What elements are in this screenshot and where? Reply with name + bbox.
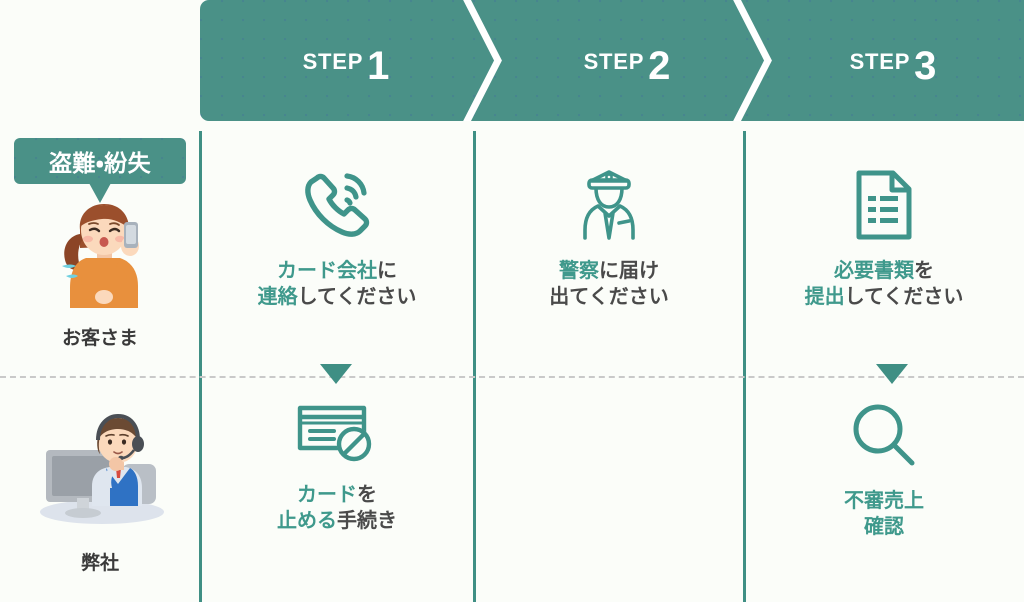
theft-loss-badge-label: 盗難・紛失 (48, 150, 152, 176)
cell-text-segment: に届け (599, 260, 659, 282)
call-center-operator-illustration (40, 413, 164, 524)
cell-text-segment: 出てください (549, 286, 669, 309)
badge-dot-texture (14, 138, 186, 184)
cell-customer-step3: 必要書類を提出してください (744, 168, 1024, 358)
step-label-3: STEP (849, 48, 911, 74)
down-arrow-column-3-icon (876, 364, 908, 384)
phone-ringing-icon (298, 168, 376, 242)
cell-text-segment: 止める (277, 510, 337, 533)
cell-customer-step2: 警察に届け出てください (474, 168, 744, 358)
cell-company-step2 (474, 400, 744, 580)
cell-text-line: カード会社に (258, 258, 417, 284)
cell-text-segment: してください (844, 286, 964, 309)
theft-loss-badge: 盗難・紛失 (14, 138, 186, 203)
down-arrow-column-1-icon (320, 364, 352, 384)
cell-text-segment: を (357, 484, 377, 506)
column-divider-left (199, 131, 202, 602)
cell-text-segment: カード会社 (277, 260, 377, 282)
document-list-icon (853, 168, 915, 242)
cell-company-step1: カードを止める手続き (200, 400, 474, 580)
magnifier-search-icon (848, 400, 920, 472)
column-divider-2 (743, 131, 746, 602)
cell-text-customer-step2: 警察に届け出てください (549, 258, 668, 311)
cell-text-segment: 提出 (804, 286, 845, 309)
credit-card-blocked-icon (292, 400, 382, 466)
cell-text-line: 提出してください (805, 284, 964, 310)
cell-text-segment: 確認 (864, 516, 904, 539)
cell-text-segment: 警察 (559, 260, 599, 282)
cell-text-segment: を (914, 260, 934, 282)
row-label-company: 弊社 (80, 553, 119, 574)
step-number-3: 3 (914, 43, 937, 88)
row-dashed-divider (0, 376, 1024, 378)
cell-text-line: 必要書類を (805, 258, 964, 284)
cell-text-line: 不審売上 (844, 488, 924, 514)
cell-text-customer-step1: カード会社に連絡してください (258, 258, 417, 311)
cell-text-line: 確認 (844, 514, 924, 540)
cell-text-segment: 必要書類 (834, 260, 914, 282)
cell-text-segment: 不審売上 (844, 490, 924, 512)
police-officer-icon (569, 168, 649, 242)
cell-company-step3: 不審売上確認 (744, 400, 1024, 580)
band-dot-texture (200, 0, 1024, 121)
cell-text-company-step3: 不審売上確認 (844, 488, 924, 541)
cell-text-segment: に (377, 260, 397, 282)
cell-text-line: 止める手続き (277, 508, 397, 534)
worried-woman-on-phone-illustration (62, 204, 139, 308)
cell-text-line: 警察に届け (549, 258, 668, 284)
cell-text-line: 連絡してください (258, 284, 417, 310)
cell-text-line: カードを (277, 482, 397, 508)
cell-text-segment: カード (297, 484, 357, 506)
step-number-1: 1 (367, 43, 390, 88)
cell-text-company-step1: カードを止める手続き (277, 482, 397, 535)
cell-text-segment: 手続き (337, 510, 397, 533)
cell-customer-step1: カード会社に連絡してください (200, 168, 474, 358)
step-label-2: STEP (583, 48, 645, 74)
cell-text-segment: 連絡 (257, 286, 298, 309)
cell-text-segment: してください (297, 286, 417, 309)
badge-pointer-icon (89, 183, 111, 203)
step-label-1: STEP (302, 48, 364, 74)
column-divider-1 (473, 131, 476, 602)
step-number-2: 2 (648, 43, 671, 88)
cell-text-line: 出てください (549, 284, 668, 310)
cell-text-customer-step3: 必要書類を提出してください (805, 258, 964, 311)
row-label-customer: お客さま (61, 328, 138, 349)
